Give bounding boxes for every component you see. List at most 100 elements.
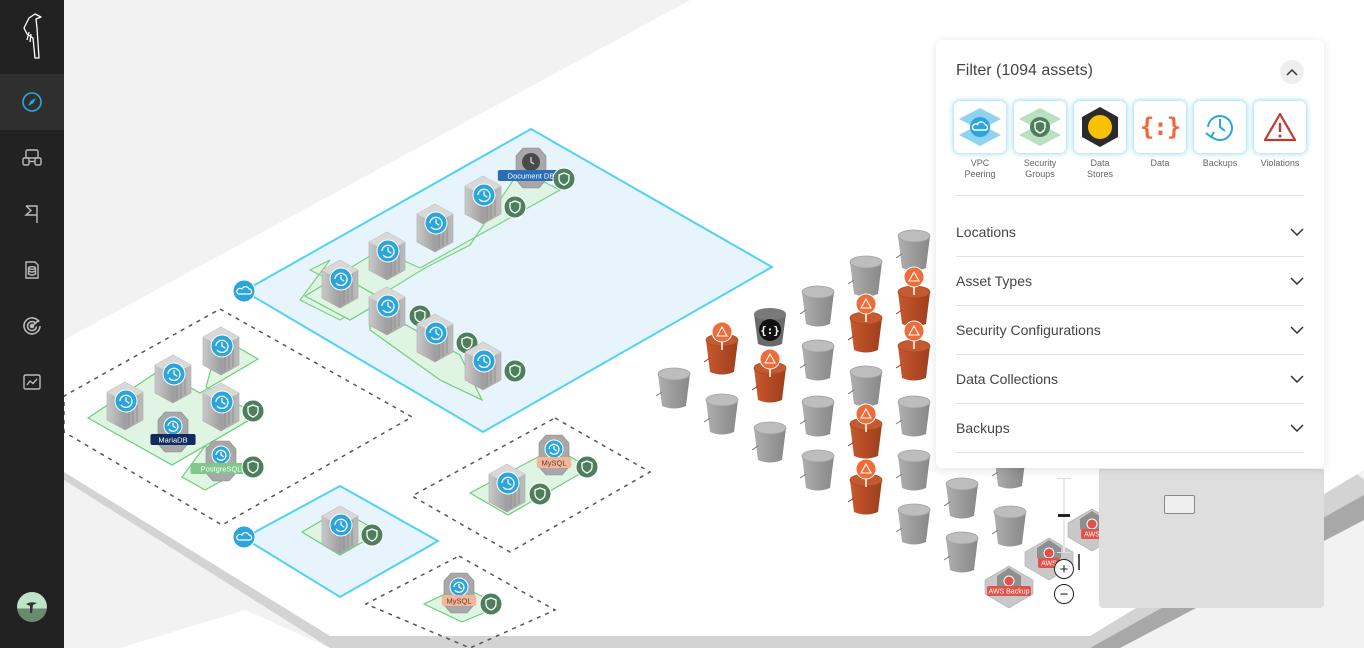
document-db-node[interactable]: Document DB xyxy=(497,147,565,189)
zoom-out-button[interactable]: − xyxy=(1054,584,1074,604)
mysql-node[interactable]: MySQL xyxy=(441,572,477,614)
storage-bucket-violation[interactable] xyxy=(895,339,931,381)
storage-bucket[interactable] xyxy=(847,255,883,297)
security-group-badge[interactable] xyxy=(241,455,265,479)
security-group-badge[interactable] xyxy=(552,167,576,191)
divider xyxy=(956,452,1304,453)
storage-bucket[interactable] xyxy=(703,393,739,435)
zoom-slider-handle[interactable] xyxy=(1058,514,1070,517)
minimap[interactable] xyxy=(1099,469,1324,608)
sidebar-item-inventory[interactable] xyxy=(0,130,64,186)
violation-badge[interactable] xyxy=(711,321,733,350)
divider xyxy=(956,195,1304,196)
storage-bucket[interactable] xyxy=(943,477,979,519)
server-node[interactable] xyxy=(416,313,454,363)
node-label: Document DB xyxy=(508,172,555,181)
user-avatar[interactable] xyxy=(17,592,47,622)
sidebar-item-explore[interactable] xyxy=(0,74,64,130)
collapse-filter-button[interactable] xyxy=(1280,60,1304,84)
vpc-peering-badge[interactable] xyxy=(232,279,256,303)
server-node[interactable] xyxy=(368,286,406,336)
violation-badge[interactable] xyxy=(855,293,877,322)
violation-badge[interactable] xyxy=(855,458,877,487)
security-group-badge[interactable] xyxy=(528,482,552,506)
node-label: AWS xyxy=(1084,532,1100,539)
filter-section-security-configurations[interactable]: Security Configurations xyxy=(956,306,1304,354)
aws-backup-node[interactable]: AWS Backup xyxy=(984,565,1034,609)
vpc-peering-icon xyxy=(959,108,1001,146)
server-node[interactable] xyxy=(368,231,406,281)
divider xyxy=(956,305,1304,306)
sidebar-item-reports[interactable] xyxy=(0,242,64,298)
server-node[interactable] xyxy=(154,354,192,404)
node-label: AWS xyxy=(1041,561,1057,568)
zoom-controls: + − xyxy=(1052,474,1080,608)
storage-bucket[interactable] xyxy=(799,285,835,327)
violation-badge[interactable] xyxy=(903,320,925,349)
zoom-track-cap xyxy=(1057,478,1071,479)
server-node[interactable] xyxy=(464,175,502,225)
filter-section-asset-types[interactable]: Asset Types xyxy=(956,257,1304,305)
storage-bucket[interactable] xyxy=(895,395,931,437)
minimap-viewport[interactable] xyxy=(1164,495,1195,514)
storage-bucket[interactable] xyxy=(799,395,835,437)
postgresql-node[interactable]: PostgreSQL xyxy=(190,440,252,482)
storage-bucket[interactable] xyxy=(895,503,931,545)
filter-section-backups[interactable]: Backups xyxy=(956,404,1304,452)
storage-bucket[interactable] xyxy=(991,505,1027,547)
filter-tile-data[interactable]: {:} Data xyxy=(1134,101,1186,180)
storage-bucket[interactable] xyxy=(799,339,835,381)
security-group-badge[interactable] xyxy=(241,399,265,423)
storage-bucket[interactable] xyxy=(655,367,691,409)
storage-bucket[interactable] xyxy=(895,449,931,491)
sidebar-item-targets[interactable] xyxy=(0,298,64,354)
storage-bucket[interactable] xyxy=(943,531,979,573)
server-node[interactable] xyxy=(488,463,526,513)
server-node[interactable] xyxy=(202,382,240,432)
sidebar-item-flags[interactable] xyxy=(0,186,64,242)
chart-line-icon xyxy=(23,374,41,390)
filter-tile-backups[interactable]: Backups xyxy=(1194,101,1246,180)
storage-bucket[interactable] xyxy=(847,365,883,407)
server-node[interactable] xyxy=(106,381,144,431)
data-store-bucket[interactable]: {:} xyxy=(754,308,786,347)
chevron-down-icon xyxy=(1290,277,1304,285)
filter-tile-violations[interactable]: Violations xyxy=(1254,101,1306,180)
chevron-down-icon xyxy=(1290,424,1304,432)
sidebar-item-analytics[interactable] xyxy=(0,354,64,410)
server-node[interactable] xyxy=(416,203,454,253)
security-group-badge[interactable] xyxy=(503,195,527,219)
server-node[interactable] xyxy=(321,505,359,555)
security-group-badge[interactable] xyxy=(503,359,527,383)
node-label: MySQL xyxy=(446,597,471,606)
server-node[interactable] xyxy=(202,326,240,376)
security-groups-icon xyxy=(1019,108,1061,146)
zoom-in-button[interactable]: + xyxy=(1054,559,1074,579)
security-group-badge[interactable] xyxy=(479,592,503,616)
security-group-badge[interactable] xyxy=(575,455,599,479)
storage-bucket[interactable] xyxy=(895,229,931,271)
subnet-mysql-1 xyxy=(410,417,652,553)
security-group-badge[interactable] xyxy=(360,523,384,547)
mariadb-node[interactable]: MariaDB xyxy=(150,411,196,453)
mysql-node[interactable]: MySQL xyxy=(536,434,572,476)
subnet-left xyxy=(64,308,414,526)
storage-bucket[interactable] xyxy=(799,449,835,491)
zoom-scrollbar[interactable] xyxy=(1078,554,1080,570)
server-node[interactable] xyxy=(321,259,359,309)
bird-logo[interactable] xyxy=(0,0,64,74)
filter-section-data-collections[interactable]: Data Collections xyxy=(956,355,1304,403)
storage-bucket[interactable] xyxy=(751,421,787,463)
violation-badge[interactable] xyxy=(903,266,925,295)
vpc-peering-badge[interactable] xyxy=(232,525,256,549)
violation-badge[interactable] xyxy=(855,403,877,432)
storage-bucket-violation[interactable] xyxy=(847,417,883,459)
vpc-main[interactable] xyxy=(241,127,775,434)
filter-section-locations[interactable]: Locations xyxy=(956,208,1304,256)
server-node[interactable] xyxy=(464,341,502,391)
violation-badge[interactable] xyxy=(759,348,781,377)
